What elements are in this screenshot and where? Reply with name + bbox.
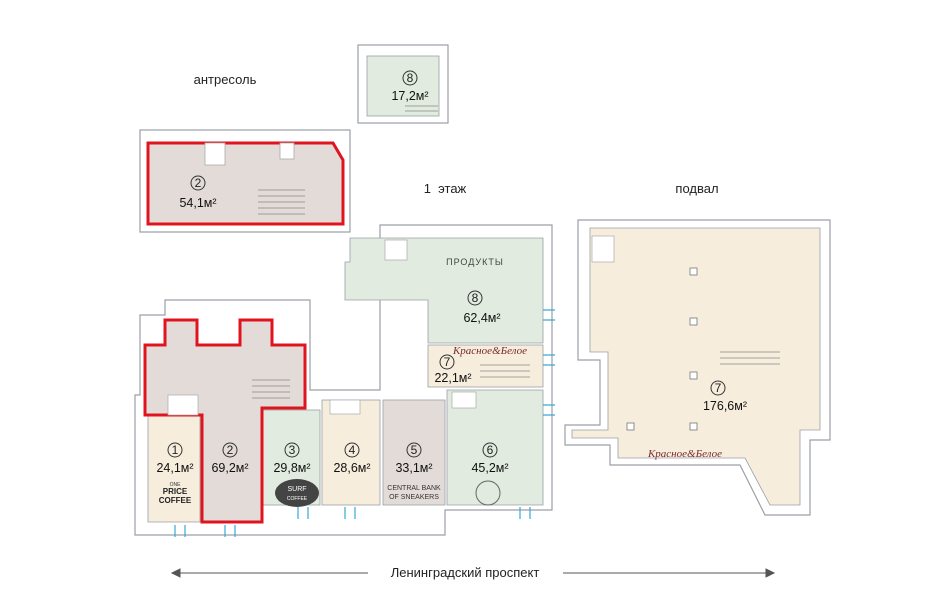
top-plan xyxy=(357,44,449,124)
price-line1: ONE xyxy=(170,482,182,488)
bakery-logo xyxy=(475,480,501,506)
price-line3: COFFEE xyxy=(159,496,192,505)
basement-unit-7[interactable] xyxy=(571,227,821,506)
unit-4-area: 28,6м² xyxy=(333,461,370,475)
unit-2[interactable] xyxy=(143,318,307,524)
unit-3-area: 29,8м² xyxy=(273,461,310,475)
heading-mezzanine: антресоль xyxy=(194,72,257,87)
top-unit-8[interactable] xyxy=(366,55,440,117)
heading-basement: подвал xyxy=(675,181,718,196)
street-arrow xyxy=(170,568,776,578)
stairs-icon xyxy=(252,379,290,399)
mezzanine-plan xyxy=(139,129,351,233)
cbs-line1: CENTRAL BANK xyxy=(387,485,441,492)
heading-floor1: 1 этаж xyxy=(424,181,467,196)
unit-6-area: 45,2м² xyxy=(471,461,508,475)
mezz-unit-area: 54,1м² xyxy=(179,196,216,210)
unit-6[interactable] xyxy=(446,389,544,506)
surf-text: SURF xyxy=(287,486,306,493)
floor1-plan xyxy=(134,224,555,537)
krasnoe-beloe-floor-logo: Красное&Белое xyxy=(452,345,527,357)
unit-5-number: 5 xyxy=(411,443,418,457)
unit-8[interactable] xyxy=(344,237,544,344)
unit-1-number: 1 xyxy=(172,443,179,457)
basement-plan xyxy=(564,219,831,516)
unit-7[interactable] xyxy=(427,344,544,388)
products-label: ПРОДУКТЫ xyxy=(446,257,504,267)
unit-5-area: 33,1м² xyxy=(395,461,432,475)
unit-2-area: 69,2м² xyxy=(211,461,248,475)
unit-2-number: 2 xyxy=(227,443,234,457)
unit-8-area: 62,4м² xyxy=(463,311,500,325)
unit-1-area: 24,1м² xyxy=(156,461,193,475)
top-unit-area: 17,2м² xyxy=(391,89,428,103)
unit-4[interactable] xyxy=(321,399,381,506)
krasnoe-beloe-basement-logo: Красное&Белое xyxy=(647,448,722,460)
street-name: Ленинградский проспект xyxy=(391,565,540,580)
unit-6-number: 6 xyxy=(487,443,494,457)
unit-7-number: 7 xyxy=(444,355,451,369)
surf-text-2: COFFEE xyxy=(287,496,308,502)
price-line2: PRICE xyxy=(163,487,188,496)
top-unit-number: 8 xyxy=(407,71,414,85)
unit-4-number: 4 xyxy=(349,443,356,457)
unit-3-number: 3 xyxy=(289,443,296,457)
unit-7-area: 22,1м² xyxy=(434,371,471,385)
mezz-unit-number: 2 xyxy=(195,176,202,190)
stairs-icon xyxy=(258,189,305,215)
unit-5[interactable] xyxy=(382,399,446,506)
unit-8-number: 8 xyxy=(472,291,479,305)
mezzanine-unit-2[interactable] xyxy=(146,141,345,226)
basement-unit-number: 7 xyxy=(715,381,722,395)
surf-coffee-logo xyxy=(275,479,319,507)
door-markers xyxy=(174,309,555,537)
cbs-line2: OF SNEAKERS xyxy=(389,494,439,501)
basement-unit-area: 176,6м² xyxy=(703,399,747,413)
